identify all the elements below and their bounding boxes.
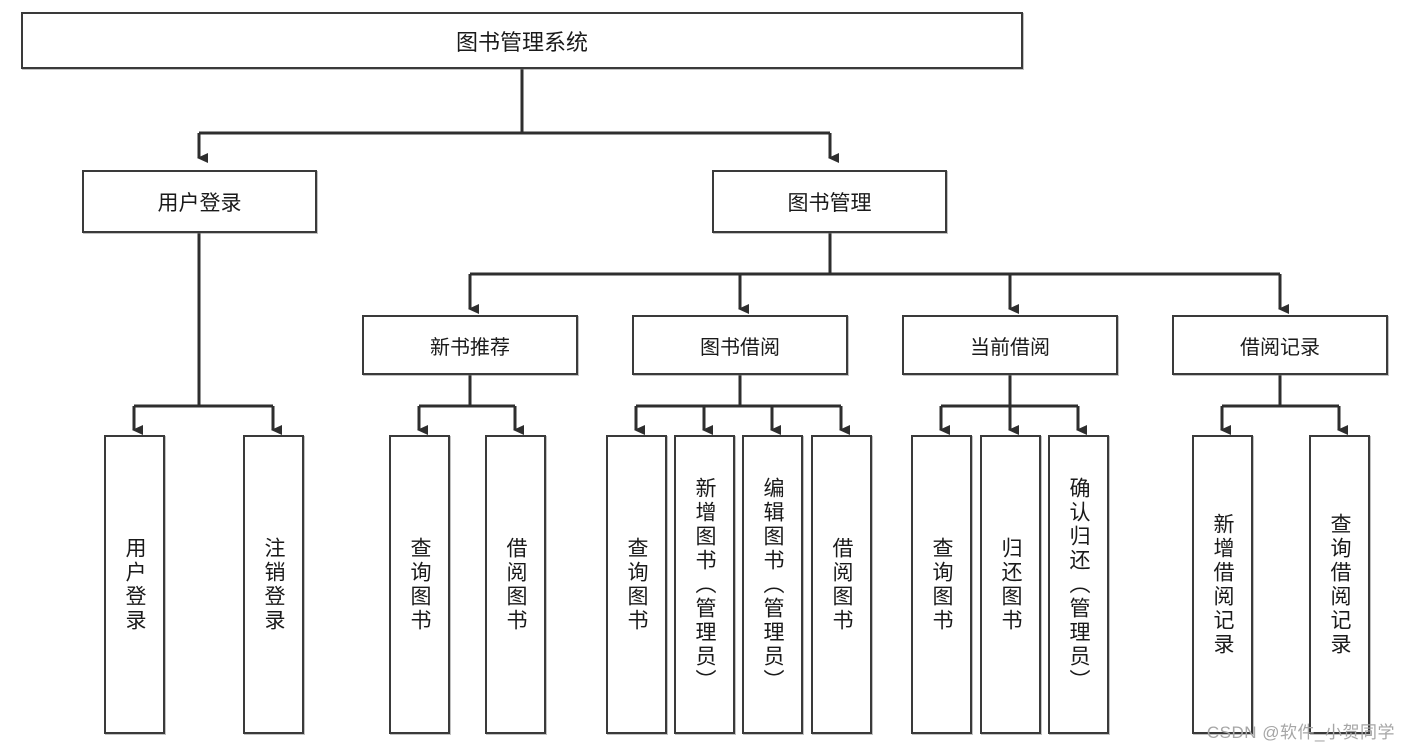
node-label: 借阅记录 [1240, 336, 1320, 359]
node-label: 图书管理 [787, 191, 872, 215]
leaf-query-borrow-record[interactable]: 查询借阅记录 [1309, 435, 1370, 734]
watermark-text: CSDN @软件_小贺同学 [1206, 723, 1395, 742]
leaf-label: 新增借阅记录 [1211, 512, 1234, 657]
leaf-label: 借阅图书 [504, 536, 527, 633]
leaf-label: 确认归还（管理员） [1067, 476, 1090, 693]
leaf-add-borrow-record[interactable]: 新增借阅记录 [1192, 435, 1253, 734]
node-label: 新书推荐 [430, 336, 510, 359]
node-borrow-record[interactable]: 借阅记录 [1172, 315, 1388, 375]
leaf-query-book-current[interactable]: 查询图书 [911, 435, 972, 734]
node-new-book-recommend[interactable]: 新书推荐 [362, 315, 578, 375]
leaf-label: 新增图书（管理员） [693, 476, 716, 693]
leaf-add-book-admin[interactable]: 新增图书（管理员） [674, 435, 735, 734]
node-label: 当前借阅 [970, 336, 1050, 359]
leaf-label: 借阅图书 [830, 536, 853, 633]
leaf-label: 查询借阅记录 [1328, 512, 1351, 657]
node-label: 图书借阅 [700, 336, 780, 359]
leaf-label: 查询图书 [625, 536, 648, 633]
leaf-return-book[interactable]: 归还图书 [980, 435, 1041, 734]
leaf-borrow-book-recommend[interactable]: 借阅图书 [485, 435, 546, 734]
leaf-borrow-book[interactable]: 借阅图书 [811, 435, 872, 734]
leaf-query-book-borrow[interactable]: 查询图书 [606, 435, 667, 734]
node-user-login[interactable]: 用户登录 [82, 170, 317, 233]
leaf-label: 用户登录 [123, 536, 146, 633]
node-book-borrow[interactable]: 图书借阅 [632, 315, 848, 375]
leaf-label: 注销登录 [262, 536, 285, 633]
leaf-label: 归还图书 [999, 536, 1022, 633]
node-book-management[interactable]: 图书管理 [712, 170, 947, 233]
leaf-edit-book-admin[interactable]: 编辑图书（管理员） [742, 435, 803, 734]
leaf-query-book-recommend[interactable]: 查询图书 [389, 435, 450, 734]
leaf-user-login[interactable]: 用户登录 [104, 435, 165, 734]
leaf-label: 编辑图书（管理员） [761, 476, 784, 693]
leaf-label: 查询图书 [930, 536, 953, 633]
node-current-borrow[interactable]: 当前借阅 [902, 315, 1118, 375]
node-label: 用户登录 [157, 191, 242, 215]
leaf-user-logout[interactable]: 注销登录 [243, 435, 304, 734]
leaf-label: 查询图书 [408, 536, 431, 633]
node-root-system[interactable]: 图书管理系统 [21, 12, 1023, 69]
node-label: 图书管理系统 [455, 29, 588, 55]
leaf-confirm-return-admin[interactable]: 确认归还（管理员） [1048, 435, 1109, 734]
